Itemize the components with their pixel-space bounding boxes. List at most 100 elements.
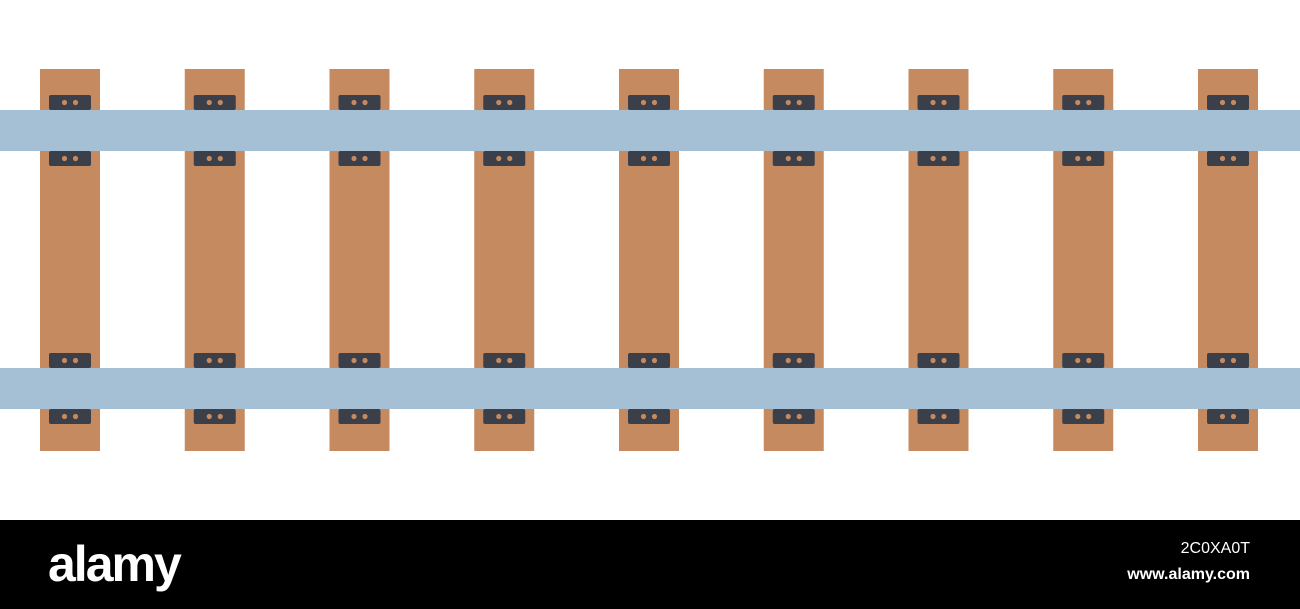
bolt (217, 413, 223, 420)
railway-track-illustration (0, 69, 1300, 451)
bolt (1230, 413, 1237, 420)
bolt (651, 99, 658, 106)
rail-plate (628, 151, 670, 166)
rail-plate (628, 409, 670, 424)
rail-plate (917, 151, 960, 166)
rail-plate (1062, 409, 1105, 424)
rail-plate (49, 353, 91, 368)
bolt (1075, 357, 1081, 364)
bolt (651, 413, 658, 420)
railway-track (0, 69, 1300, 451)
rail-plates (49, 95, 1249, 424)
bolt (785, 155, 791, 162)
rail-plate (193, 95, 236, 110)
bolt (1086, 99, 1092, 106)
rail-plate (193, 409, 236, 424)
bolt (496, 155, 502, 162)
bolt (941, 413, 947, 420)
bolt (1219, 155, 1226, 162)
bolt (496, 357, 502, 364)
bolt (206, 357, 212, 364)
bolt (1075, 155, 1081, 162)
rail-plate (917, 95, 960, 110)
bolt (206, 99, 212, 106)
bolt (785, 99, 791, 106)
rail-plate (193, 353, 236, 368)
bolt (930, 357, 936, 364)
bolt (217, 99, 223, 106)
rail-plate (483, 95, 526, 110)
rails (0, 110, 1300, 409)
bolt (496, 413, 502, 420)
watermark-bar: alamy 2C0XA0T www.alamy.com (0, 520, 1300, 609)
rail-plate (772, 151, 815, 166)
rail-plate (772, 353, 815, 368)
bolt (217, 357, 223, 364)
rail-plate (338, 409, 381, 424)
bolt (1230, 357, 1237, 364)
bolt (61, 413, 68, 420)
bolt (72, 99, 79, 106)
rail-plate (1207, 151, 1249, 166)
bolt (507, 99, 513, 106)
bolt (796, 99, 802, 106)
bolt (796, 413, 802, 420)
bolt (351, 413, 357, 420)
bolt (507, 155, 513, 162)
rail-plate (49, 409, 91, 424)
bolt (930, 155, 936, 162)
bolt (362, 413, 368, 420)
rail-plate (1207, 95, 1249, 110)
bolt (651, 357, 658, 364)
bolt (61, 357, 68, 364)
rail-plate (338, 353, 381, 368)
bolt (1086, 155, 1092, 162)
bolt (1075, 413, 1081, 420)
rail (0, 368, 1300, 409)
rail-plate (917, 353, 960, 368)
bolt (61, 155, 68, 162)
bolt (1219, 357, 1226, 364)
bolt (1219, 99, 1226, 106)
rail-plate (1207, 409, 1249, 424)
watermark-url: www.alamy.com (1127, 566, 1250, 583)
rail-plate (193, 151, 236, 166)
bolt (496, 99, 502, 106)
rail-plate (1062, 151, 1105, 166)
rail-plate (1207, 353, 1249, 368)
bolt (507, 413, 513, 420)
rail-plate (1062, 95, 1105, 110)
image-id: 2C0XA0T (1180, 540, 1250, 557)
bolt (72, 413, 79, 420)
bolt (1230, 99, 1237, 106)
bolt (1086, 413, 1092, 420)
rail-plate (338, 151, 381, 166)
alamy-logo: alamy (48, 536, 182, 592)
rail-plate (483, 151, 526, 166)
rail-plate (917, 409, 960, 424)
bolt (362, 357, 368, 364)
bolt (1219, 413, 1226, 420)
bolt (941, 357, 947, 364)
bolt (930, 99, 936, 106)
bolt (785, 357, 791, 364)
bolt (61, 99, 68, 106)
rail-plate (49, 151, 91, 166)
bolt (640, 413, 647, 420)
bolt (217, 155, 223, 162)
bolt (351, 357, 357, 364)
bolt (796, 155, 802, 162)
rail-plate (628, 353, 670, 368)
rail-plate (628, 95, 670, 110)
rail-plate (772, 95, 815, 110)
bolt (72, 357, 79, 364)
bolt (941, 99, 947, 106)
bolt (362, 99, 368, 106)
bolt (796, 357, 802, 364)
bolt (640, 99, 647, 106)
bolt (785, 413, 791, 420)
rail-plate (49, 95, 91, 110)
rail (0, 110, 1300, 151)
bolt (1075, 99, 1081, 106)
bolt (1086, 357, 1092, 364)
